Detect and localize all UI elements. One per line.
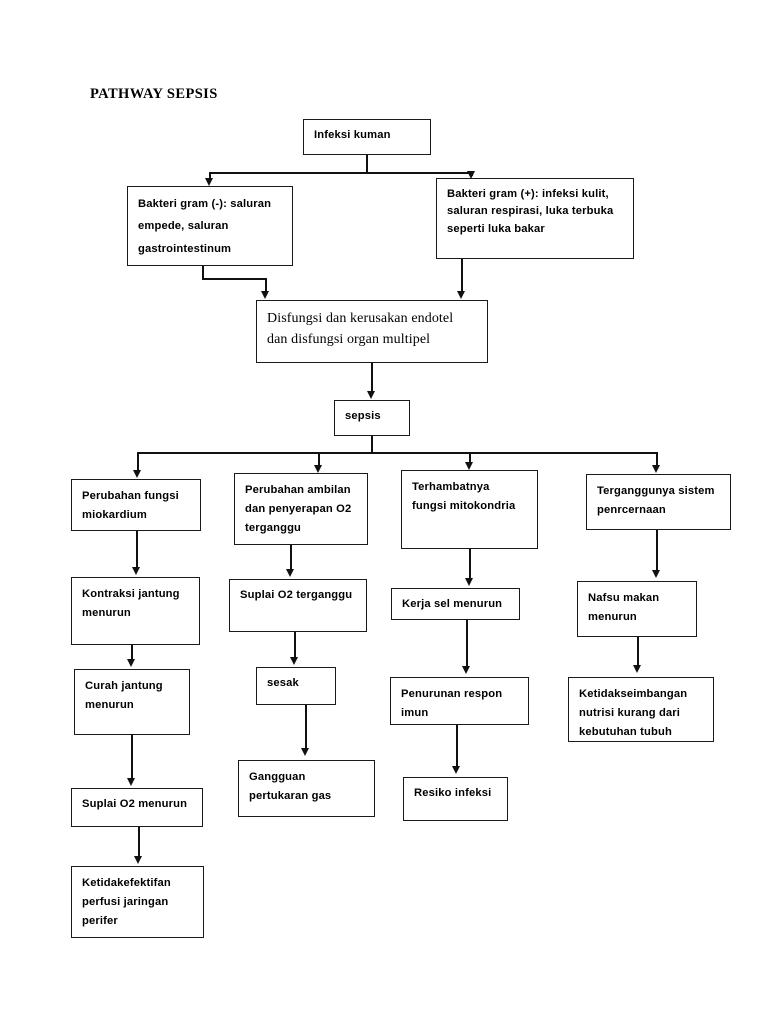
node-sesak[interactable]: sesak: [256, 667, 336, 705]
edge-nafsu-to-ketidakseimbangan: [637, 637, 639, 666]
edge-pencernaan-to-nafsu: [656, 530, 658, 571]
edge-sepsis-down: [371, 436, 373, 453]
arrow-to-terganggunya-sistem-pencernaan: [652, 465, 660, 473]
edge-split-bar-top: [209, 172, 472, 174]
node-suplai-o2-menurun[interactable]: Suplai O2 menurun: [71, 788, 203, 827]
page-title: PATHWAY SEPSIS: [90, 86, 218, 102]
edge-grampos-to-disfungsi: [461, 259, 463, 292]
node-ketidakseimbangan-nutrisi[interactable]: Ketidakseimbangan nutrisi kurang dari ke…: [568, 677, 714, 742]
edge-distribution-bar: [137, 452, 656, 454]
arrow-to-perubahan-fungsi-miokardium: [133, 470, 141, 478]
node-resiko-infeksi[interactable]: Resiko infeksi: [403, 777, 508, 821]
node-ketidakefektifan-perfusi[interactable]: Ketidakefektifan perfusi jaringan perife…: [71, 866, 204, 938]
edge-branch-col4: [656, 452, 658, 466]
edge-branch-col2: [318, 452, 320, 466]
edge-curah-to-suplai: [131, 735, 133, 779]
edge-sesak-to-gangguan: [305, 705, 307, 749]
node-bakteri-gram-negatif[interactable]: Bakteri gram (-): saluran empede, salura…: [127, 186, 293, 266]
edge-kerjasel-to-respon-imun: [466, 620, 468, 667]
arrow-miokardium-to-kontraksi: [132, 567, 140, 575]
node-gangguan-pertukaran-gas[interactable]: Gangguan pertukaran gas: [238, 760, 375, 817]
arrow-suplai-to-perfusi: [134, 856, 142, 864]
edge-kontraksi-to-curah: [131, 645, 133, 661]
node-kerja-sel-menurun[interactable]: Kerja sel menurun: [391, 588, 520, 620]
edge-respon-imun-to-resiko: [456, 725, 458, 767]
edge-suplai-terganggu-to-sesak: [294, 632, 296, 658]
arrow-to-bakteri-gram-negatif: [205, 178, 213, 186]
node-penurunan-respon-imun[interactable]: Penurunan respon imun: [390, 677, 529, 725]
edge-mitokondria-to-kerjasel: [469, 549, 471, 578]
node-curah-jantung-menurun[interactable]: Curah jantung menurun: [74, 669, 190, 735]
edge-branch-col1: [137, 452, 139, 471]
node-terhambatnya-fungsi-mitokondria[interactable]: Terhambatnya fungsi mitokondria: [401, 470, 538, 549]
node-perubahan-fungsi-miokardium[interactable]: Perubahan fungsi miokardium: [71, 479, 201, 531]
node-sepsis[interactable]: sepsis: [334, 400, 410, 436]
node-terganggunya-sistem-pencernaan[interactable]: Terganggunya sistem penrcernaan: [586, 474, 731, 530]
arrow-to-bakteri-gram-positif: [467, 171, 475, 179]
arrow-nafsu-to-ketidakseimbangan: [633, 665, 641, 673]
arrow-kontraksi-to-curah: [127, 659, 135, 667]
arrow-gramneg-to-disfungsi: [261, 291, 269, 299]
arrow-suplai-terganggu-to-sesak: [290, 657, 298, 665]
node-suplai-o2-terganggu[interactable]: Suplai O2 terganggu: [229, 579, 367, 632]
edge-infeksi-to-split: [366, 155, 368, 173]
node-disfungsi-endotel[interactable]: Disfungsi dan kerusakan endotel dan disf…: [256, 300, 488, 363]
edge-branch-col3: [469, 452, 471, 464]
arrow-pencernaan-to-nafsu: [652, 570, 660, 578]
arrow-mitokondria-to-kerjasel: [465, 578, 473, 586]
arrow-curah-to-suplai: [127, 778, 135, 786]
node-kontraksi-jantung-menurun[interactable]: Kontraksi jantung menurun: [71, 577, 200, 645]
edge-gramneg-across: [202, 278, 266, 280]
arrow-kerjasel-to-respon-imun: [462, 666, 470, 674]
arrow-ambilan-to-suplai-terganggu: [286, 569, 294, 577]
edge-gramneg-to-disfungsi: [265, 278, 267, 292]
arrow-disfungsi-to-sepsis: [367, 391, 375, 399]
edge-disfungsi-to-sepsis: [371, 363, 373, 392]
edge-miokardium-to-kontraksi: [136, 531, 138, 568]
edge-suplai-to-perfusi: [138, 827, 140, 857]
node-bakteri-gram-positif[interactable]: Bakteri gram (+): infeksi kulit, saluran…: [436, 178, 634, 259]
edge-split-left-stem: [209, 172, 211, 180]
arrow-grampos-to-disfungsi: [457, 291, 465, 299]
arrow-to-terhambatnya-fungsi-mitokondria: [465, 462, 473, 470]
arrow-to-perubahan-ambilan-o2: [314, 465, 322, 473]
arrow-respon-imun-to-resiko: [452, 766, 460, 774]
edge-gramneg-down: [202, 266, 204, 279]
node-perubahan-ambilan-o2[interactable]: Perubahan ambilan dan penyerapan O2 terg…: [234, 473, 368, 545]
node-nafsu-makan-menurun[interactable]: Nafsu makan menurun: [577, 581, 697, 637]
arrow-sesak-to-gangguan: [301, 748, 309, 756]
edge-ambilan-to-suplai-terganggu: [290, 545, 292, 570]
node-infeksi-kuman[interactable]: Infeksi kuman: [303, 119, 431, 155]
